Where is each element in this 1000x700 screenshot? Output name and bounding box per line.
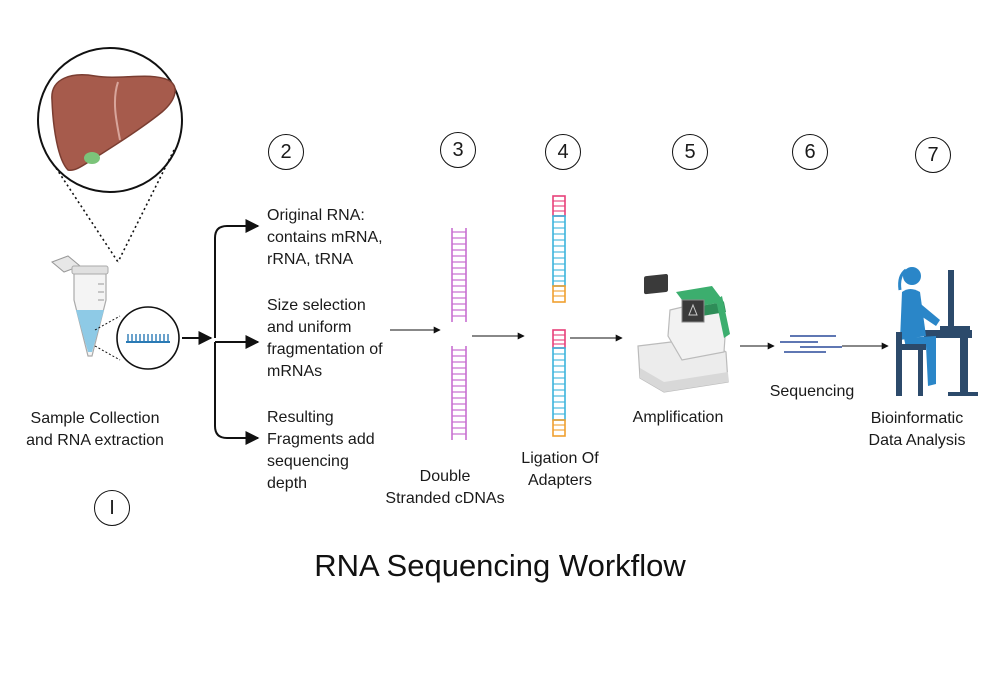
step-1-number: I [94,490,130,526]
branch-b-line-2: and uniform [267,319,352,336]
step-1-label-line-2: and RNA extraction [26,432,164,449]
step-3-number: 3 [440,132,476,168]
tube-icon [51,255,109,357]
step-6-number: 6 [792,134,828,170]
step-5-number: 5 [672,134,708,170]
step-4-label-line-2: Adapters [527,472,593,489]
step-4-number: 4 [545,134,581,170]
branch-b-line-4: mRNAs [267,363,323,380]
step-3-label: Double Stranded cDNAs [372,466,518,510]
step-7-label-line-1: Bioinformatic [870,410,964,427]
sequencing-reads-icon [780,335,842,353]
step-1-label-line-1: Sample Collection [30,410,160,427]
step-7-label: Bioinformatic Data Analysis [850,408,984,452]
branch-c-line-1: Resulting [267,409,334,426]
rna-zoom-icon [94,306,180,370]
branch-a-line-1: Original RNA: [267,207,365,224]
diagram-title: RNA Sequencing Workflow [314,548,686,583]
branch-arrows [182,219,260,445]
step-6-label: Sequencing [769,383,855,400]
branch-b-line-1: Size selection [267,297,366,314]
branch-b-line-3: fragmentation of [267,341,383,358]
step-5-label: Amplification [632,409,724,426]
step-3-label-line-1: Double [419,468,471,485]
branch-a-line-3: rRNA, tRNA [267,251,354,268]
adapter-ladder-icon [552,195,566,437]
step-2-number: 2 [268,134,304,170]
step-7-number: 7 [915,137,951,173]
step-4-label: Ligation Of Adapters [500,448,620,492]
liver-magnifier-icon [37,47,183,263]
branch-c-line-4: depth [267,475,308,492]
branch-c-line-2: Fragments add [267,431,375,448]
step-7-label-line-2: Data Analysis [868,432,966,449]
flow-arrows [390,326,889,350]
step-4-label-line-1: Ligation Of [521,450,599,467]
branch-c-line-3: sequencing [267,453,349,470]
step-2-branch-b-text: Size selection and uniform fragmentation… [267,295,383,383]
analyst-at-computer-icon [896,267,978,396]
step-2-branch-c-text: Resulting Fragments add sequencing depth [267,407,375,495]
pcr-machine-icon [637,273,730,393]
step-3-label-line-2: Stranded cDNAs [385,490,505,507]
branch-a-line-2: contains mRNA, [267,229,383,246]
step-1-label: Sample Collection and RNA extraction [10,408,180,452]
step-2-branch-a-text: Original RNA: contains mRNA, rRNA, tRNA [267,205,383,271]
cdna-ladder-icon [451,228,467,440]
